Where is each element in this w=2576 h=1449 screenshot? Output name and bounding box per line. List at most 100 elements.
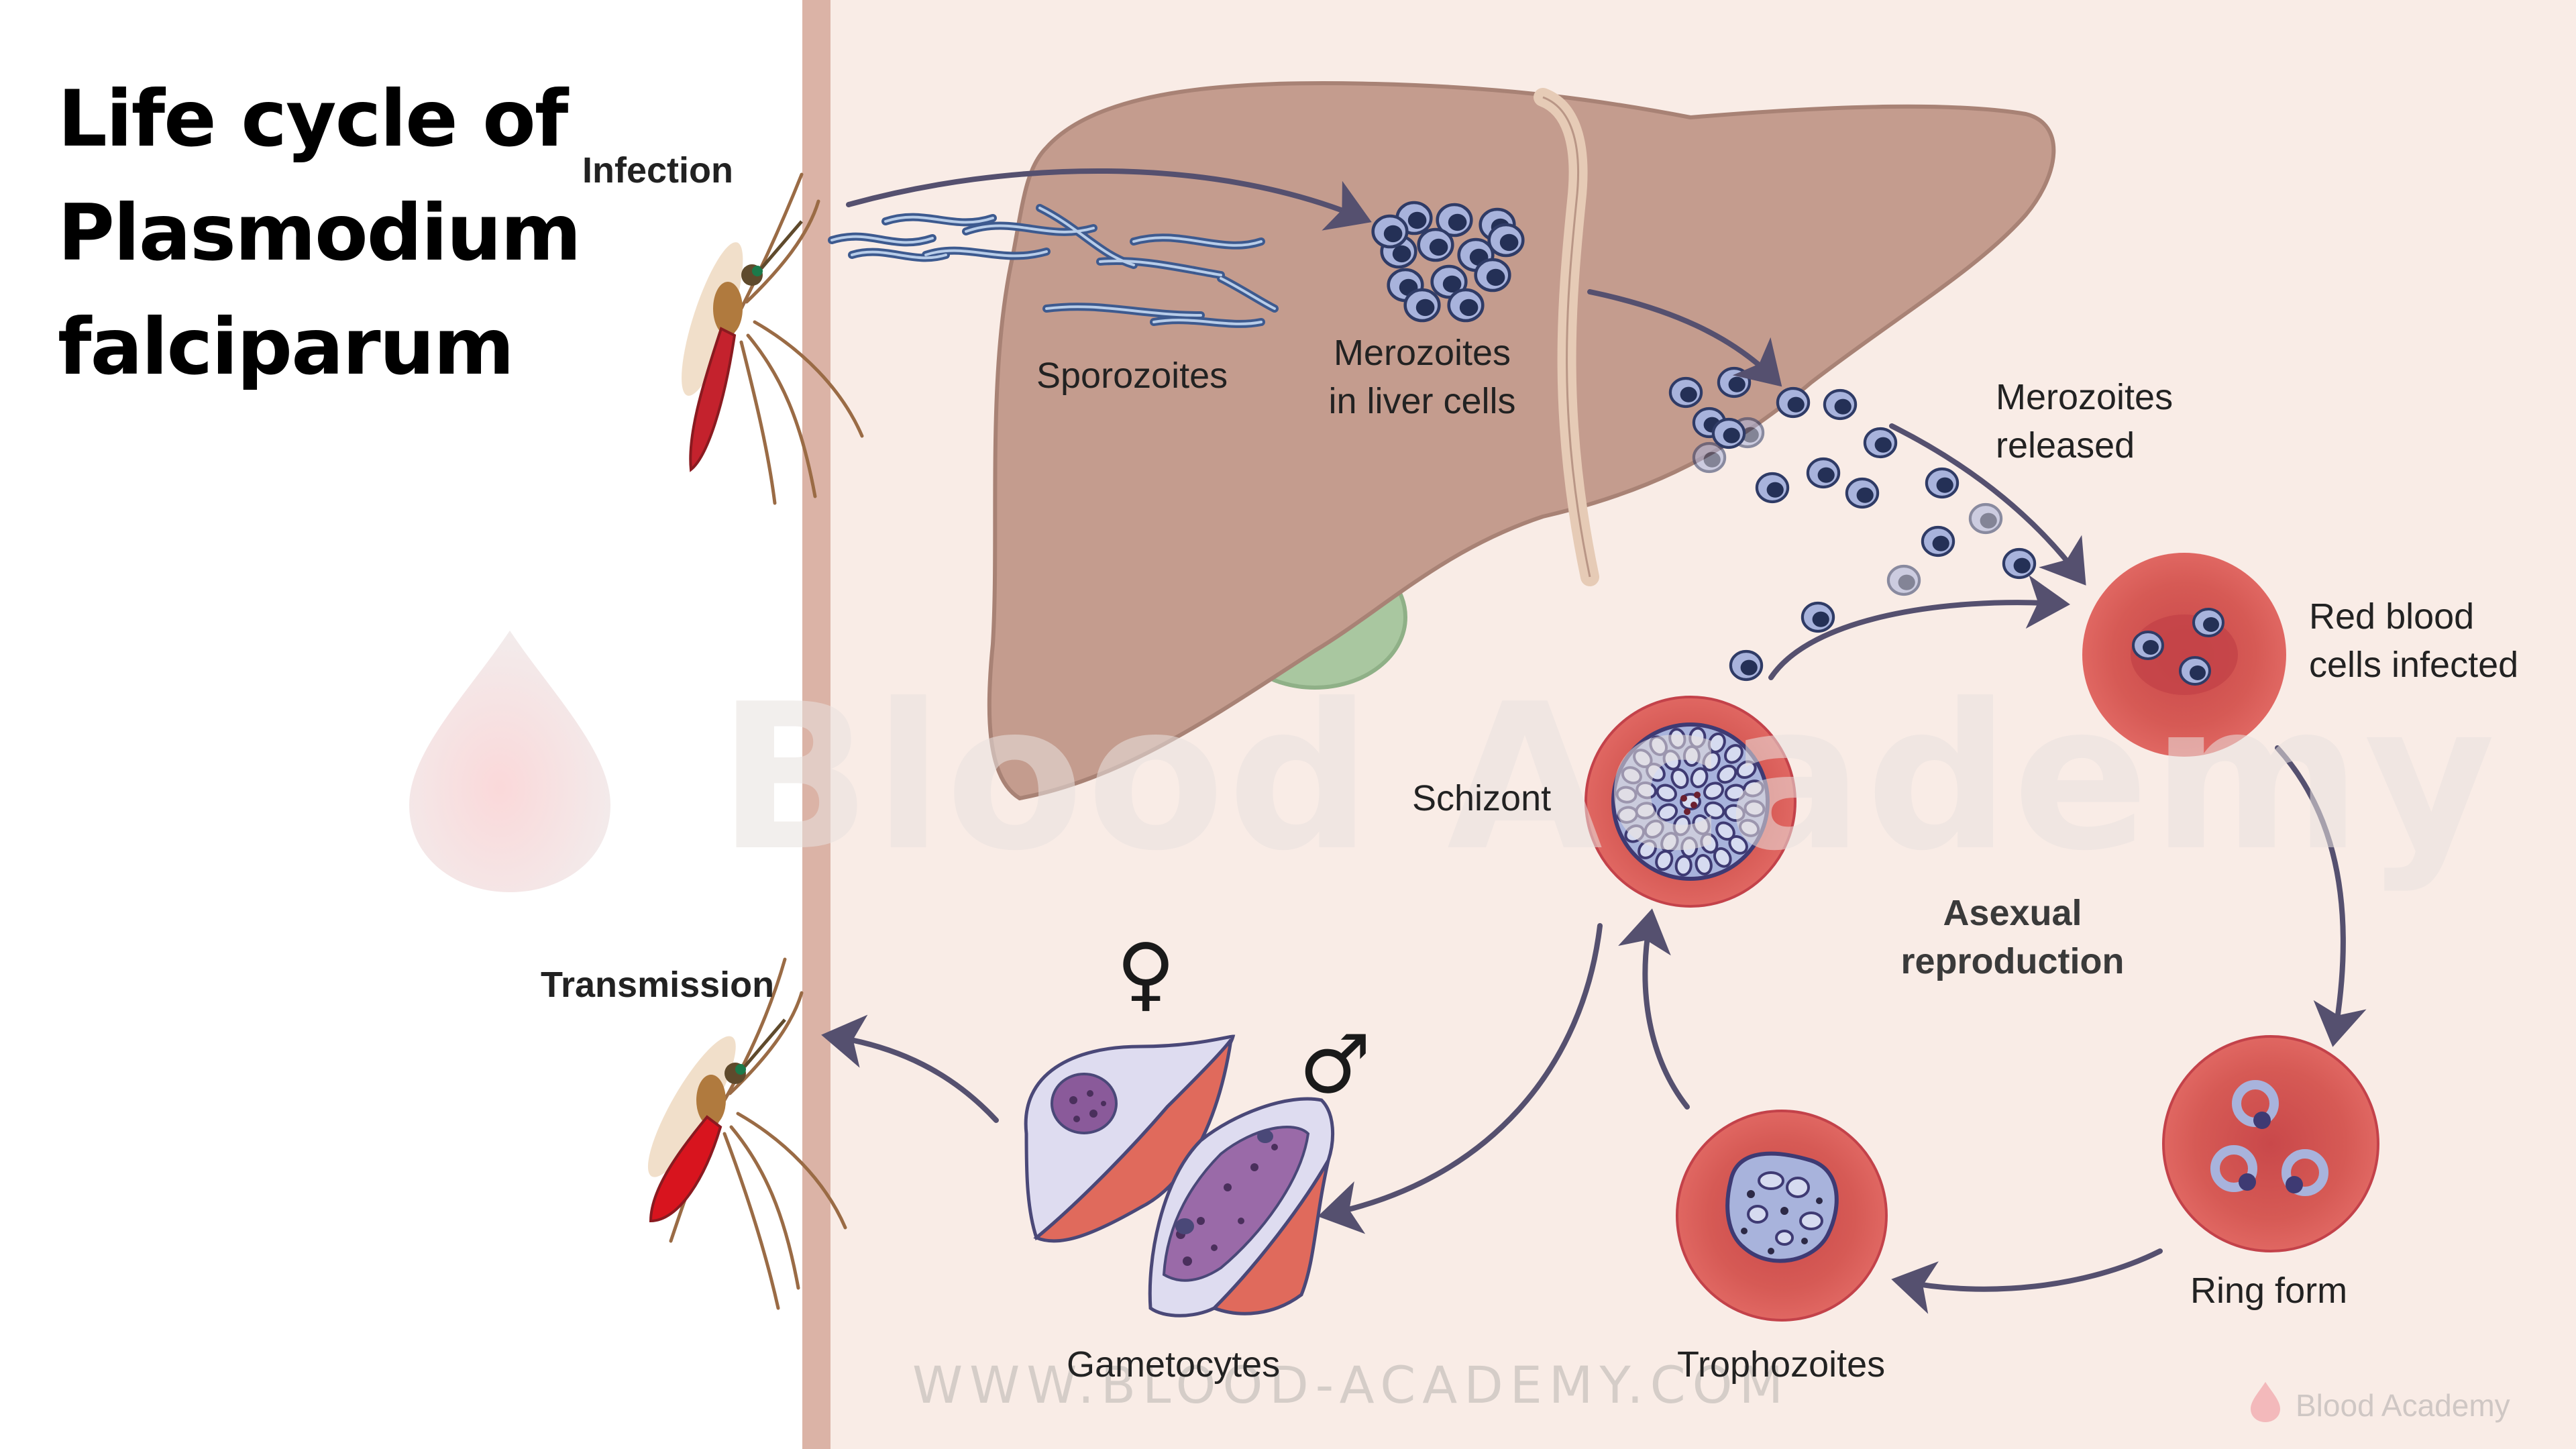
page-title-line-3: falciparum (58, 302, 515, 392)
schizont-merozoite (1657, 803, 1678, 822)
schizont-pigment (1690, 802, 1697, 808)
merozoite (1823, 388, 1858, 421)
merozoite (1806, 457, 1841, 489)
watermark-url: WWW.BLOOD-ACADEMY.COM (912, 1355, 1790, 1415)
schizont-merozoite (1743, 780, 1764, 798)
label-merozoites-released-line-2: released (1996, 425, 2135, 466)
merozoite (1717, 366, 1752, 398)
schizont-merozoite (1688, 727, 1707, 749)
label-infection: Infection (582, 150, 733, 191)
page-title-line-2: Plasmodium (58, 188, 582, 278)
merozoite (1403, 288, 1441, 323)
merozoite (1729, 649, 1764, 682)
schizont-merozoite (1655, 850, 1674, 871)
arrow-gametocytes-to-mosquito (821, 1014, 999, 1123)
skin-strip (802, 0, 830, 1449)
merozoite (1886, 564, 1921, 596)
label-merozoites-liver-line-1: Merozoites (1333, 333, 1511, 373)
rbc-infected-parasites (2132, 608, 2224, 686)
merozoite (1845, 477, 1880, 509)
logo-drop-icon (2251, 1382, 2280, 1422)
male-symbol: ♂ (1299, 1018, 1371, 1112)
ring-form-cell (2162, 1035, 2379, 1252)
trophozoite-cell (1676, 1110, 1888, 1322)
schizont-merozoite (1717, 764, 1737, 784)
schizont-merozoite (1644, 819, 1664, 839)
liver-ligament-edge (1542, 96, 1591, 578)
label-merozoites-released-line-1: Merozoites (1996, 377, 2174, 417)
label-schizont: Schizont (1412, 778, 1552, 818)
schizont-merozoites (1615, 727, 1766, 877)
schizont-pigment (1680, 795, 1687, 802)
schizont-merozoite (1728, 835, 1748, 855)
label-transmission: Transmission (541, 965, 775, 1005)
merozoite (2132, 631, 2164, 660)
schizont-merozoite (1621, 766, 1642, 785)
merozoite (1371, 214, 1409, 249)
merozoite (2002, 547, 2037, 580)
schizont-merozoite (1668, 728, 1686, 749)
schizont-merozoite (1633, 749, 1653, 769)
merozoite (1776, 386, 1811, 419)
label-sporozoites: Sporozoites (1036, 356, 1228, 396)
merozoite (1755, 472, 1790, 504)
schizont-merozoite (1656, 784, 1677, 802)
schizont-merozoite (1723, 744, 1743, 764)
schizont-merozoite (1635, 781, 1657, 800)
merozoites-in-liver-cells (1371, 201, 1525, 323)
schizont-merozoite (1680, 836, 1699, 858)
merozoite (1668, 376, 1703, 409)
label-asexual-line-1: Asexual (1943, 893, 2082, 933)
schizont-merozoite (1735, 760, 1757, 780)
schizont-merozoite (1713, 847, 1732, 868)
arrow-trophozoite-to-schizont (1618, 908, 1690, 1110)
gametocyte-female (1024, 1034, 1236, 1243)
label-merozoites-released: Merozoites released (1996, 373, 2173, 470)
arrow-schizont-to-rbc (1768, 575, 2070, 680)
merozoite (1711, 417, 1746, 449)
merozoite (1925, 467, 1960, 499)
schizont-merozoite (1670, 768, 1689, 790)
schizont-merozoite (1674, 855, 1693, 877)
schizont-pigment (1694, 792, 1701, 798)
arrow-liver-to-released (1587, 289, 1782, 387)
label-rbc-infected: Red blood cells infected (2309, 592, 2518, 690)
arrow-rbc-to-ring (2275, 745, 2367, 1047)
merozoite (1692, 441, 1727, 474)
schizont-merozoite (1739, 818, 1760, 837)
schizont-merozoite (1703, 782, 1724, 800)
schizont-merozoite (1662, 749, 1681, 771)
label-merozoites-liver-line-2: in liver cells (1328, 381, 1516, 422)
label-asexual-reproduction: Asexual reproduction (1878, 889, 2147, 986)
merozoite (1436, 203, 1473, 237)
merozoite (2192, 608, 2224, 637)
mosquito-infection-icon (682, 172, 864, 505)
schizont-merozoite (1649, 735, 1668, 757)
merozoite (1447, 288, 1485, 323)
arrow-ring-to-trophozoite (1891, 1248, 2163, 1314)
schizont-merozoite (1682, 745, 1701, 767)
merozoite (1417, 227, 1454, 262)
logo-brand-text: Blood Academy (2296, 1388, 2510, 1423)
schizont-merozoite (1695, 854, 1713, 875)
label-asexual-line-2: reproduction (1900, 941, 2125, 982)
schizont-merozoite (1624, 824, 1646, 843)
schizont-merozoite (1617, 806, 1638, 824)
schizont-merozoite (1724, 804, 1746, 822)
label-ring-form: Ring form (2190, 1271, 2348, 1311)
arrow-released-to-rbc (1889, 423, 2086, 586)
label-rbc-infected-line-1: Red blood (2309, 596, 2475, 637)
female-symbol: ♀ (1116, 927, 1175, 1020)
sporozoites (828, 204, 1279, 328)
schizont-merozoite (1615, 786, 1638, 804)
mosquito-transmission-icon (647, 957, 847, 1310)
merozoite (1487, 223, 1525, 258)
merozoite (1801, 601, 1835, 633)
schizont-merozoite (1672, 815, 1691, 837)
watermark-drop-icon (409, 631, 610, 892)
merozoite (1921, 525, 1955, 557)
merozoite (1474, 258, 1511, 292)
merozoite (1968, 502, 2003, 535)
